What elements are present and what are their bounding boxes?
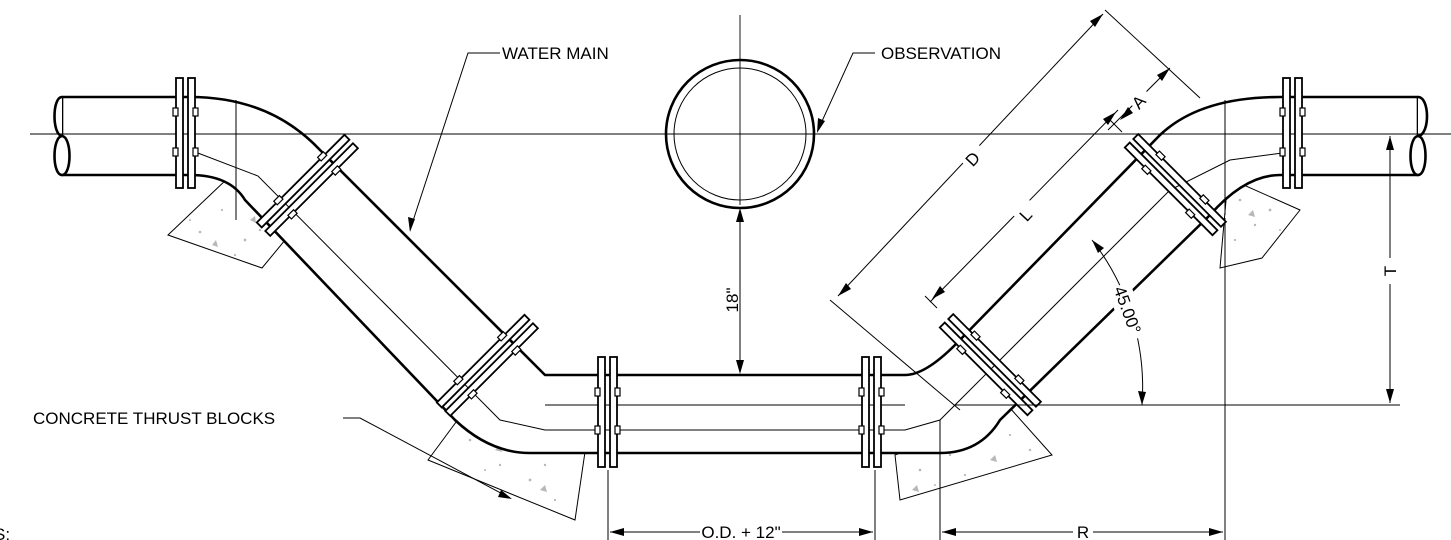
- observation-pipe-section: [622, 15, 852, 210]
- water-main-label: WATER MAIN: [502, 44, 609, 63]
- t-label: T: [1381, 266, 1400, 276]
- dimension-r: R: [939, 218, 1226, 540]
- thrust-blocks-label: CONCRETE THRUST BLOCKS: [33, 409, 275, 428]
- observation-label: OBSERVATION: [881, 44, 1001, 63]
- dimension-t: T: [955, 133, 1400, 406]
- dimension-angle: 45.00°: [1091, 239, 1149, 406]
- flange-right-upper-diagonal: [1123, 132, 1228, 237]
- dimension-l: L: [924, 109, 1119, 309]
- flange-left-upper-diagonal: [255, 133, 360, 238]
- dimension-od-span: O.D. + 12": [607, 470, 876, 540]
- callout-water-main: WATER MAIN: [408, 44, 609, 232]
- flange-bottom-right: [858, 356, 885, 468]
- notes-fragment: S:: [0, 525, 10, 540]
- callout-observation: OBSERVATION: [817, 44, 1001, 133]
- flange-right-lower-diagonal: [938, 312, 1043, 417]
- dimension-d: D: [829, 9, 1201, 411]
- callout-thrust-blocks: CONCRETE THRUST BLOCKS: [33, 409, 512, 499]
- flange-right-straight: [1279, 77, 1306, 189]
- od-span-label: O.D. + 12": [701, 523, 780, 540]
- dimension-a: A: [1107, 67, 1171, 133]
- thrust-block-bottom-right: [894, 407, 1053, 501]
- r-label: R: [1077, 523, 1089, 540]
- flange-bottom-left: [594, 356, 621, 468]
- flange-left-lower-diagonal: [435, 313, 540, 418]
- pipe-break-right: [1409, 95, 1429, 177]
- flange-left-straight: [172, 77, 199, 189]
- clearance-label: 18": [723, 288, 742, 313]
- pipe-break-left: [53, 95, 71, 177]
- thrust-block-bottom-left: [427, 409, 586, 521]
- dimension-clearance: 18": [723, 208, 744, 374]
- thrust-block-top-left: [167, 177, 301, 269]
